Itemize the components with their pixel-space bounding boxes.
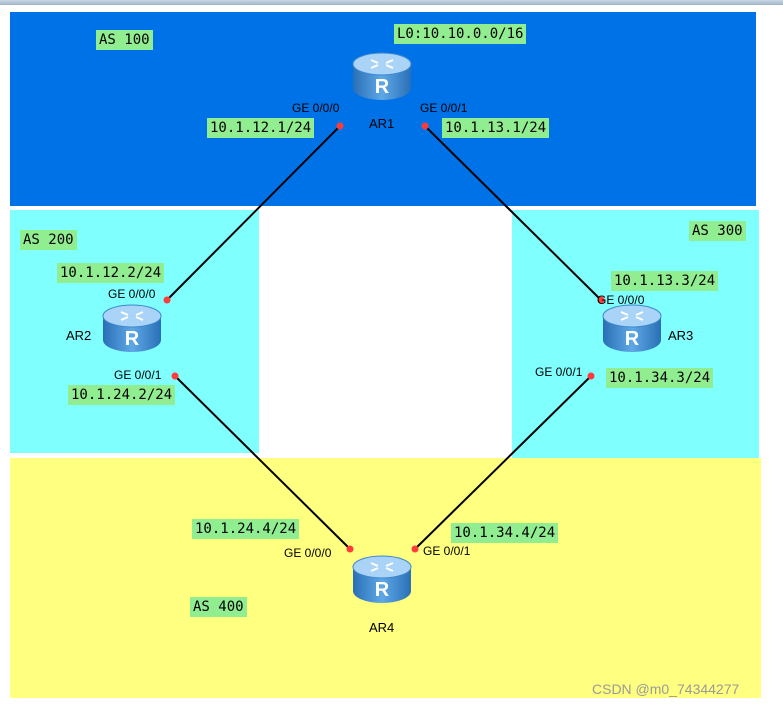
- ar4-ge000-ip: 10.1.24.4/24: [192, 519, 300, 539]
- as300-label: AS 300: [689, 221, 746, 241]
- ar1-name: AR1: [369, 116, 395, 131]
- ar1-ge000-label: GE 0/0/0: [292, 101, 340, 115]
- port-ar3-ge000: [597, 296, 605, 304]
- ar4-ge001-ip: 10.1.34.4/24: [451, 523, 559, 543]
- router-icon[interactable]: R: [601, 302, 663, 354]
- port-ar2-ge000: [163, 296, 171, 304]
- as200-label: AS 200: [20, 230, 77, 250]
- port-ar4-ge000: [346, 545, 354, 553]
- ar2-ge001-label: GE 0/0/1: [114, 368, 162, 382]
- svg-text:R: R: [375, 579, 390, 601]
- ar3-ge001-ip: 10.1.34.3/24: [606, 368, 714, 388]
- router-icon[interactable]: R: [351, 553, 413, 605]
- ar1-ge001-ip: 10.1.13.1/24: [442, 118, 550, 138]
- svg-text:R: R: [375, 76, 390, 98]
- ar1-ge001-label: GE 0/0/1: [420, 101, 468, 115]
- ar4-ge001-label: GE 0/0/1: [423, 544, 471, 558]
- port-ar1-ge001: [421, 122, 429, 130]
- link-ar3-ar4: [414, 375, 592, 550]
- ar3-ge000-ip: 10.1.13.3/24: [611, 271, 719, 291]
- ar3-name: AR3: [668, 328, 694, 343]
- ar4-name: AR4: [369, 620, 395, 635]
- port-ar3-ge001: [587, 372, 595, 380]
- svg-text:R: R: [625, 328, 640, 350]
- as100-label: AS 100: [96, 30, 153, 50]
- as400-label: AS 400: [190, 597, 247, 617]
- ar3-ge000-label: GE 0/0/0: [597, 293, 645, 307]
- port-ar4-ge001: [411, 545, 419, 553]
- ar3-ge001-label: GE 0/0/1: [535, 365, 583, 379]
- link-ar1-ar3: [424, 125, 602, 301]
- port-ar1-ge000: [336, 122, 344, 130]
- svg-text:R: R: [125, 328, 140, 350]
- ar1-ge000-ip: 10.1.12.1/24: [207, 118, 315, 138]
- link-ar2-ar4: [174, 375, 351, 550]
- link-ar1-ar2: [166, 125, 341, 301]
- router-icon[interactable]: R: [351, 50, 413, 102]
- window-top-bar: [0, 0, 783, 5]
- ar4-ge000-label: GE 0/0/0: [284, 546, 332, 560]
- port-ar2-ge001: [171, 372, 179, 380]
- watermark-text: CSDN @m0_74344277: [592, 681, 740, 697]
- router-icon[interactable]: R: [101, 302, 163, 354]
- ar1-loopback-label: L0:10.10.0.0/16: [394, 24, 527, 44]
- ar2-ge001-ip: 10.1.24.2/24: [68, 385, 176, 405]
- ar2-ge000-label: GE 0/0/0: [108, 287, 156, 301]
- ar2-name: AR2: [66, 328, 92, 343]
- ar2-ge000-ip: 10.1.12.2/24: [57, 263, 165, 283]
